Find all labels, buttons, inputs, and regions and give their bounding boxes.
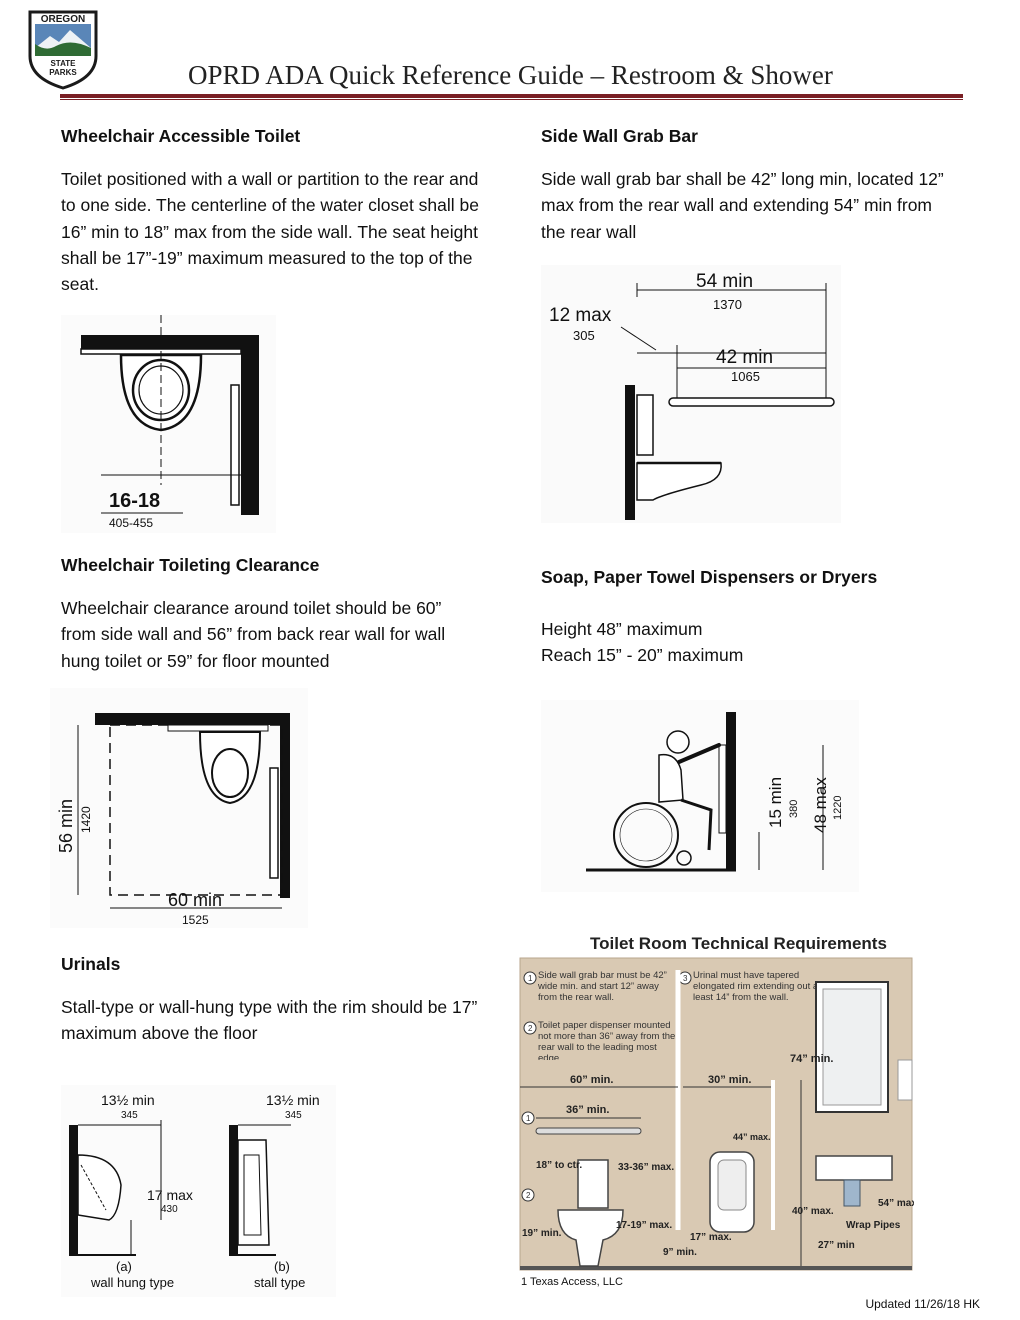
urinal-diagrams: 13½ min 345 17 max 430 (a) wall hung typ… xyxy=(61,1085,336,1302)
svg-text:48 max: 48 max xyxy=(811,777,830,833)
header-rule xyxy=(60,94,963,98)
svg-text:16-18: 16-18 xyxy=(109,490,160,512)
soap-line-1: Height 48” maximum xyxy=(541,619,703,639)
toilet-heading: Wheelchair Accessible Toilet xyxy=(61,126,301,146)
svg-text:3: 3 xyxy=(683,974,688,983)
urinals-body: Stall-type or wall-hung type with the ri… xyxy=(61,997,478,1044)
svg-text:1370: 1370 xyxy=(713,297,742,312)
toilet-body: Toilet positioned with a wall or partiti… xyxy=(61,169,479,295)
updated-note: Updated 11/26/18 HK xyxy=(865,1297,980,1311)
svg-text:15 min: 15 min xyxy=(766,777,785,828)
clearance-plan-diagram: 56 min 1420 60 min 1525 xyxy=(50,688,308,933)
svg-text:18” to ctr.: 18” to ctr. xyxy=(536,1160,582,1171)
svg-text:30” min.: 30” min. xyxy=(708,1074,751,1086)
svg-text:17” max.: 17” max. xyxy=(690,1232,732,1243)
svg-text:17-19” max.: 17-19” max. xyxy=(616,1220,672,1231)
svg-text:305: 305 xyxy=(573,328,595,343)
svg-text:PARKS: PARKS xyxy=(49,68,77,77)
svg-text:44” max.: 44” max. xyxy=(733,1132,771,1142)
svg-text:60 min: 60 min xyxy=(168,890,222,910)
svg-text:40” max.: 40” max. xyxy=(792,1206,834,1217)
svg-text:(b): (b) xyxy=(274,1259,290,1274)
svg-text:19” min.: 19” min. xyxy=(522,1228,562,1239)
svg-text:54” max.: 54” max. xyxy=(878,1198,914,1209)
soap-heading: Soap, Paper Towel Dispensers or Dryers xyxy=(541,567,878,587)
svg-text:stall type: stall type xyxy=(254,1275,305,1290)
svg-text:36” min.: 36” min. xyxy=(566,1104,609,1116)
toilet-plan-diagram: 16-18 405-455 xyxy=(61,315,276,538)
clearance-body: Wheelchair clearance around toilet shoul… xyxy=(61,598,446,671)
urinals-heading: Urinals xyxy=(61,954,121,974)
toilet-room-technical-diagram: Toilet Room Technical Requirements 1 Sid… xyxy=(518,930,920,1295)
svg-text:1420: 1420 xyxy=(79,806,93,833)
svg-text:17 max: 17 max xyxy=(147,1187,193,1203)
svg-text:60” min.: 60” min. xyxy=(570,1074,613,1086)
svg-text:1065: 1065 xyxy=(731,369,760,384)
svg-text:12 max: 12 max xyxy=(549,305,612,326)
svg-text:430: 430 xyxy=(161,1204,178,1215)
svg-text:345: 345 xyxy=(285,1110,302,1121)
dispenser-reach-diagram: 15 min 380 48 max 1220 xyxy=(541,700,859,897)
svg-text:345: 345 xyxy=(121,1110,138,1121)
grab-bar-heading: Side Wall Grab Bar xyxy=(541,126,698,146)
svg-text:1: 1 xyxy=(528,974,533,983)
svg-text:405-455: 405-455 xyxy=(109,516,153,530)
svg-text:1525: 1525 xyxy=(182,913,209,927)
svg-text:wall hung type: wall hung type xyxy=(90,1275,174,1290)
svg-text:74” min.: 74” min. xyxy=(790,1053,833,1065)
svg-text:STATE: STATE xyxy=(50,59,76,68)
svg-text:42 min: 42 min xyxy=(716,347,773,368)
svg-text:(a): (a) xyxy=(116,1259,132,1274)
clearance-heading: Wheelchair Toileting Clearance xyxy=(61,555,320,575)
svg-text:OREGON: OREGON xyxy=(41,14,85,25)
svg-text:27” min: 27” min xyxy=(818,1240,855,1251)
svg-text:Wrap Pipes: Wrap Pipes xyxy=(846,1220,901,1231)
svg-text:13½ min: 13½ min xyxy=(101,1092,155,1108)
svg-text:380: 380 xyxy=(788,800,800,818)
svg-text:1: 1 xyxy=(526,1114,531,1123)
diagram-credit: 1 Texas Access, LLC xyxy=(521,1276,623,1288)
page-title: OPRD ADA Quick Reference Guide – Restroo… xyxy=(188,60,833,90)
soap-line-2: Reach 15” - 20” maximum xyxy=(541,645,744,665)
grab-bar-diagram: 54 min 1370 12 max 305 42 min 1065 xyxy=(541,265,841,528)
svg-text:2: 2 xyxy=(526,1191,531,1200)
svg-text:56 min: 56 min xyxy=(56,799,76,853)
oregon-state-parks-logo: OREGON STATE PARKS xyxy=(26,8,100,90)
svg-text:13½ min: 13½ min xyxy=(266,1092,320,1108)
svg-text:9” min.: 9” min. xyxy=(663,1247,697,1258)
svg-text:Toilet Room Technical Requirem: Toilet Room Technical Requirements xyxy=(590,934,887,953)
grab-bar-body: Side wall grab bar shall be 42” long min… xyxy=(541,169,944,242)
svg-text:1220: 1220 xyxy=(832,796,844,820)
svg-text:54 min: 54 min xyxy=(696,271,753,292)
svg-text:2: 2 xyxy=(528,1024,533,1033)
header-rule-thin xyxy=(60,99,963,100)
svg-text:33-36” max.: 33-36” max. xyxy=(618,1162,674,1173)
